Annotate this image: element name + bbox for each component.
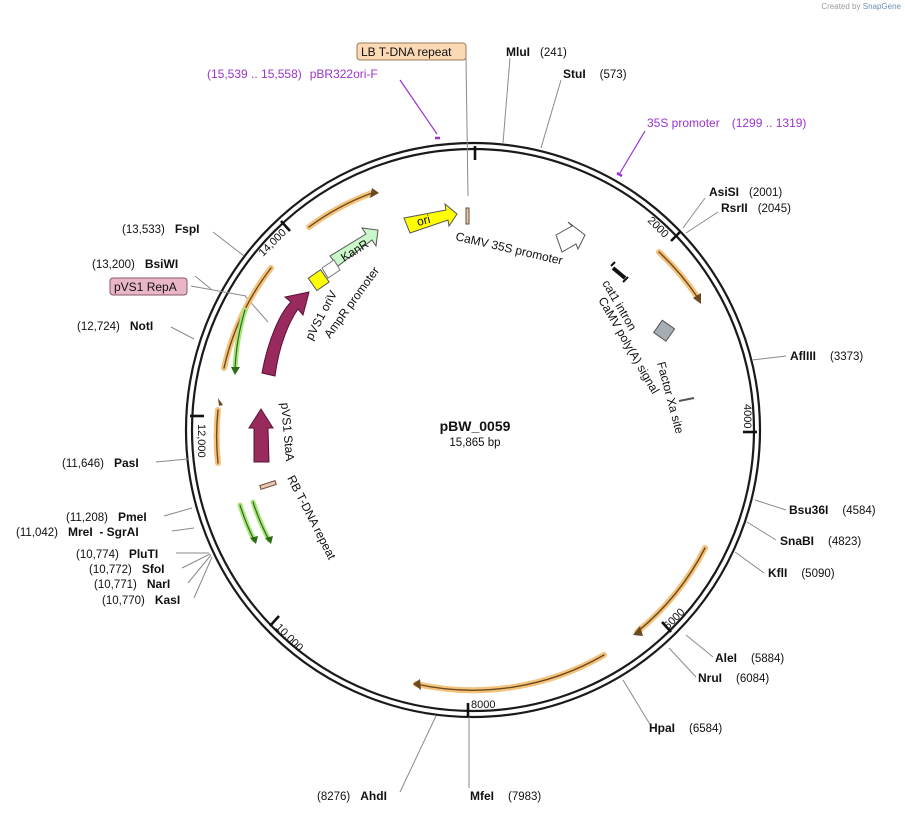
feature-pvs1-repa <box>261 291 310 377</box>
lb-tdna-text: LB T-DNA repeat <box>361 45 452 59</box>
site-stui: StuI(573) <box>563 67 627 81</box>
tick-label-4000: 4000 <box>741 404 753 428</box>
label-camv-35s-promoter: CaMV 35S promoter <box>454 229 564 267</box>
credit-prefix: Created by <box>821 2 861 11</box>
feature-ampr-promoter-mark <box>321 259 341 279</box>
site-bsu36i: Bsu36I(4584) <box>789 503 876 517</box>
site-pasi: (11,646)PasI <box>62 456 139 470</box>
site-bsiwi: (13,200)BsiWI <box>92 257 178 271</box>
site-ahdi: (8276)AhdI <box>317 789 387 803</box>
primer-leaders <box>399 79 646 178</box>
snapgene-logo: SnapGene <box>862 2 901 11</box>
site-mfei: MfeI(7983) <box>470 789 541 803</box>
site-alei: AleI(5884) <box>715 651 784 665</box>
plasmid-length: 15,865 bp <box>449 437 500 449</box>
ori-label: ori <box>415 212 431 229</box>
tick-label-8000: 8000 <box>471 699 495 711</box>
snapgene-credit: Created by SnapGene <box>821 2 901 11</box>
site-pluti: (10,774)PluTI <box>76 547 158 561</box>
feature-kanr: KanR <box>329 227 379 267</box>
site-leaders <box>155 57 787 793</box>
feature-camv-35s-promoter <box>555 221 586 253</box>
label-rb-tdna-repeat: RB T-DNA repeat <box>284 473 339 562</box>
green-arrowheads <box>231 367 273 544</box>
site-snabi: SnaBI(4823) <box>780 534 861 548</box>
primer-pbr322ori-f: (15,539 .. 15,558)pBR322ori-F <box>207 67 378 81</box>
site-kasi: (10,770)KasI <box>102 593 180 607</box>
site-pmei: (11,208)PmeI <box>66 510 147 524</box>
feature-factor-xa <box>678 397 695 402</box>
tick-marks <box>190 146 757 717</box>
site-hpai: HpaI(6584) <box>649 721 722 735</box>
site-mlui: MluI(241) <box>506 45 567 59</box>
backbone-outer <box>184 141 762 719</box>
site-nari: (10,771)NarI <box>94 577 170 591</box>
feature-camv-polya <box>652 319 676 342</box>
site-labels: MluI(241) StuI(573) AsiSI(2001) RsrII(20… <box>16 45 876 803</box>
site-noti: (12,724)NotI <box>77 319 153 333</box>
feature-rb-tdna <box>259 479 277 491</box>
site-asisi: AsiSI(2001) <box>709 185 782 199</box>
tick-2000 <box>670 230 682 242</box>
site-rsrii: RsrII(2045) <box>721 201 791 215</box>
backbone-inner <box>190 147 756 713</box>
tick-14000 <box>280 220 291 232</box>
pvs1-repa-text: pVS1 RepA <box>114 280 177 294</box>
orf-arrowheads <box>218 188 701 690</box>
tick-6000 <box>661 621 672 633</box>
pvs1-repa-label: pVS1 RepA <box>109 277 188 296</box>
feature-cat1-intron <box>610 261 629 283</box>
plasmid-name: pBW_0059 <box>440 418 511 434</box>
label-pvs1-staa: pVS1 StaA <box>278 402 297 462</box>
site-kfli: KflI(5090) <box>768 566 835 580</box>
site-nrui: NruI(6084) <box>698 671 769 685</box>
tick-label-12000: 12,000 <box>195 424 207 458</box>
tick-10000 <box>269 615 280 627</box>
site-sfoi: (10,772)SfoI <box>89 562 165 576</box>
site-fspi: (13,533)FspI <box>122 222 200 236</box>
feature-pvs1-staa <box>248 408 274 463</box>
feature-ori: ori <box>403 202 458 234</box>
feature-pvs1-oriv <box>307 268 330 292</box>
feature-lb-tdna <box>465 207 470 225</box>
tick-label-6000: 6000 <box>662 606 688 632</box>
site-mrei-sgrai: (11,042)MreI - SgrAI <box>16 525 139 539</box>
primer-35s-promoter: 35S promoter(1299 .. 1319) <box>647 116 806 130</box>
label-factor-xa: Factor Xa site <box>654 360 687 435</box>
lb-tdna-label: LB T-DNA repeat <box>356 42 469 197</box>
site-afliii: AflIII(3373) <box>790 349 863 363</box>
